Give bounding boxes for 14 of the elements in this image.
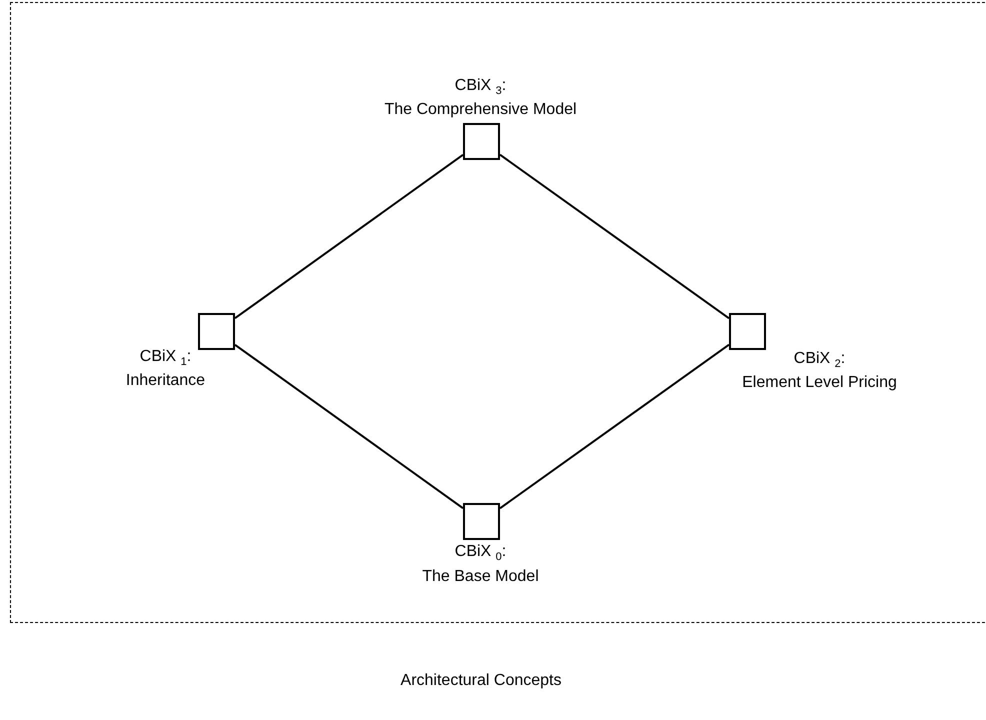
caption: Architectural Concepts: [400, 671, 562, 691]
node-label: The Comprehensive Model: [384, 100, 577, 120]
connector-line: [499, 154, 730, 320]
node-heading: CBiX $_{2}$:: [794, 348, 846, 372]
node-label: Inheritance: [126, 370, 206, 390]
dashed-frame: [10, 2, 986, 623]
connector-line: [234, 154, 464, 320]
connector-line: [234, 344, 464, 510]
connector-line: [499, 344, 730, 510]
node-heading: CBiX $_{3}$:: [454, 76, 506, 98]
node-heading: CBiX $_{0}$:: [454, 542, 506, 564]
node-heading: CBiX $_{1}$:: [140, 346, 192, 370]
node-label: Element Level Pricing: [742, 372, 897, 392]
node-label: The Base Model: [422, 566, 539, 586]
